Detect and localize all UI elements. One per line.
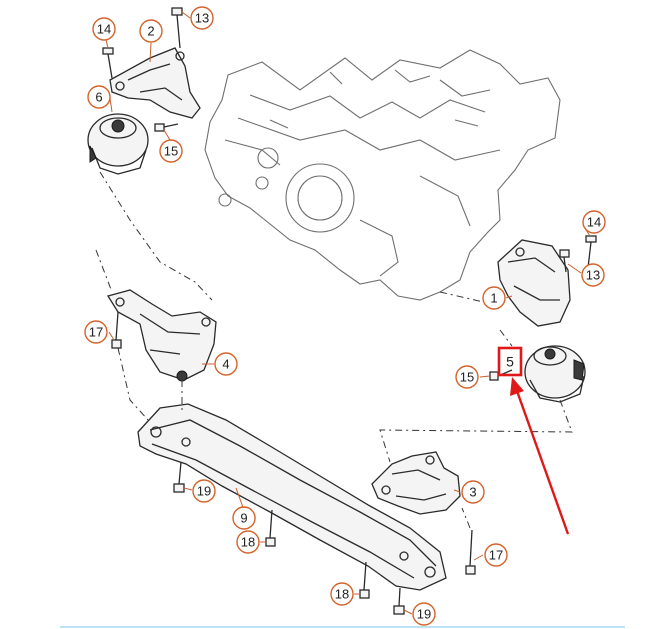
crossmember <box>137 403 447 591</box>
highlighted-part-5: 5 <box>497 346 523 377</box>
bolt-19-right <box>393 587 405 615</box>
bolt-13-right <box>559 249 570 273</box>
callout-circle <box>581 263 605 287</box>
arrow-head <box>510 377 524 396</box>
callout-c18a: 18 <box>236 530 260 554</box>
callout-c1: 1 <box>482 286 506 310</box>
callout-circle <box>582 210 606 234</box>
callout-c3: 3 <box>461 480 485 504</box>
callout-c19a: 19 <box>192 479 216 503</box>
callout-circle <box>214 352 238 376</box>
callout-c13b: 13 <box>581 263 605 287</box>
callout-number: 4 <box>222 357 229 372</box>
upper-left-bracket <box>109 47 201 119</box>
callout-number: 13 <box>586 268 600 283</box>
callout-number: 9 <box>240 511 247 526</box>
bolt-14-right <box>585 235 597 269</box>
callout-c4: 4 <box>214 352 238 376</box>
bolt-17-left <box>111 311 122 349</box>
callout-circle <box>190 6 214 30</box>
callout-number: 14 <box>97 22 111 37</box>
bolt-19-left <box>173 461 185 493</box>
callout-c15a: 15 <box>159 139 183 163</box>
callout-circle <box>412 602 436 626</box>
callout-circle <box>484 543 508 567</box>
callout-circle <box>92 17 116 41</box>
callout-number: 18 <box>241 535 255 550</box>
highlight-box <box>497 346 523 377</box>
bolt-18-right <box>359 561 370 599</box>
bolt-17-right <box>465 529 476 575</box>
callout-c14a: 14 <box>92 17 116 41</box>
callout-circle <box>139 19 163 43</box>
callout-c14b: 14 <box>582 210 606 234</box>
callout-number: 1 <box>490 291 497 306</box>
callout-c2: 2 <box>139 19 163 43</box>
callout-circle <box>159 139 183 163</box>
upper-left-engine-mount <box>87 113 149 175</box>
callout-circle <box>192 479 216 503</box>
right-engine-mount <box>524 345 586 403</box>
callout-c17b: 17 <box>484 543 508 567</box>
red-pointer-arrow <box>510 377 570 535</box>
callout-labels: 14 2 13 6 15 14 13 1 17 4 15 19 9 18 3 17 18 19 <box>84 6 606 626</box>
callout-number: 13 <box>195 11 209 26</box>
callout-c9: 9 <box>232 506 256 530</box>
callout-number: 17 <box>489 548 503 563</box>
bolt-14-upper-left <box>102 47 114 79</box>
callout-circle <box>236 530 260 554</box>
callout-circle <box>330 582 354 606</box>
callout-circle <box>232 506 256 530</box>
callout-number: 15 <box>164 144 178 159</box>
left-lower-bracket <box>106 289 217 382</box>
callout-circle <box>461 480 485 504</box>
right-lower-bracket <box>371 451 461 515</box>
callout-number: 19 <box>417 607 431 622</box>
assembly-lines <box>95 171 573 529</box>
callout-number: 18 <box>335 587 349 602</box>
callout-c6: 6 <box>87 85 111 109</box>
callout-c18b: 18 <box>330 582 354 606</box>
callout-circle <box>84 320 108 344</box>
callout-c13a: 13 <box>190 6 214 30</box>
callout-leaders <box>105 11 591 615</box>
callout-number: 14 <box>587 215 601 230</box>
engine-block <box>204 49 561 301</box>
callout-number: 15 <box>460 370 474 385</box>
callout-number: 6 <box>95 90 102 105</box>
right-bracket <box>497 239 571 327</box>
callout-circle <box>482 286 506 310</box>
callout-circle <box>455 365 479 389</box>
callout-c17a: 17 <box>84 320 108 344</box>
callout-c15b: 15 <box>455 365 479 389</box>
bolt-15-upper-left <box>154 123 179 132</box>
bolt-18-left <box>265 509 276 547</box>
callout-circle <box>87 85 111 109</box>
callout-c19b: 19 <box>412 602 436 626</box>
callout-number: 19 <box>197 484 211 499</box>
highlight-label: 5 <box>506 354 514 370</box>
callout-number: 2 <box>147 24 154 39</box>
callout-number: 3 <box>469 485 476 500</box>
callout-number: 17 <box>89 325 103 340</box>
bolt-13-upper-left <box>171 7 183 49</box>
